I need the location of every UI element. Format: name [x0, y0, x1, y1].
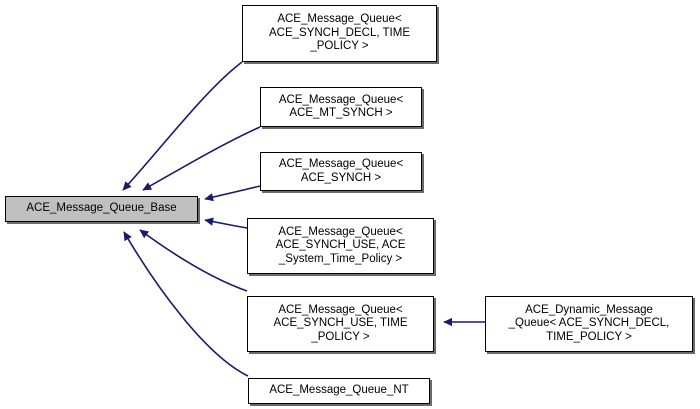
class-node-label: ACE_Message_Queue_Base	[26, 202, 177, 215]
class-node-ace-message-queue-synch-decl-time-policy[interactable]: ACE_Message_Queue<ACE_SYNCH_DECL, TIME_P…	[242, 5, 437, 62]
edge-mq-synch-use-system-time-policy-to-base	[204, 217, 248, 229]
class-node-label: ACE_Message_Queue<ACE_MT_SYNCH >	[278, 93, 404, 120]
class-node-label: ACE_Message_Queue<ACE_SYNCH_DECL, TIME_P…	[268, 13, 411, 53]
class-node-ace-message-queue-base[interactable]: ACE_Message_Queue_Base	[5, 196, 198, 222]
class-node-label: ACE_Message_Queue<ACE_SYNCH_USE, TIME_PO…	[273, 303, 408, 343]
edge-mq-nt-to-base	[123, 231, 249, 377]
class-node-label: ACE_Message_Queue<ACE_SYNCH_USE, ACE_Sys…	[275, 225, 406, 265]
class-node-ace-message-queue-synch-use-system-time-policy[interactable]: ACE_Message_Queue<ACE_SYNCH_USE, ACE_Sys…	[247, 218, 434, 274]
class-node-ace-message-queue-synch[interactable]: ACE_Message_Queue<ACE_SYNCH >	[260, 152, 422, 191]
edge-mq-synch-use-time-policy-to-base	[139, 229, 248, 292]
edge-mq-synch-decl-time-policy-to-base	[122, 61, 243, 191]
class-node-ace-message-queue-nt[interactable]: ACE_Message_Queue_NT	[248, 378, 430, 404]
class-node-ace-dynamic-message-queue-synch-decl-time-policy[interactable]: ACE_Dynamic_Message_Queue< ACE_SYNCH_DEC…	[485, 296, 693, 352]
class-node-label: ACE_Message_Queue_NT	[269, 384, 409, 397]
class-node-ace-message-queue-mt-synch[interactable]: ACE_Message_Queue<ACE_MT_SYNCH >	[260, 87, 422, 127]
edge-mq-mt-synch-to-base	[142, 126, 261, 191]
class-node-label: ACE_Dynamic_Message_Queue< ACE_SYNCH_DEC…	[508, 303, 670, 343]
class-node-ace-message-queue-synch-use-time-policy[interactable]: ACE_Message_Queue<ACE_SYNCH_USE, TIME_PO…	[247, 296, 434, 352]
class-node-label: ACE_Message_Queue<ACE_SYNCH >	[278, 158, 404, 184]
edge-mq-synch-to-base	[204, 185, 261, 202]
